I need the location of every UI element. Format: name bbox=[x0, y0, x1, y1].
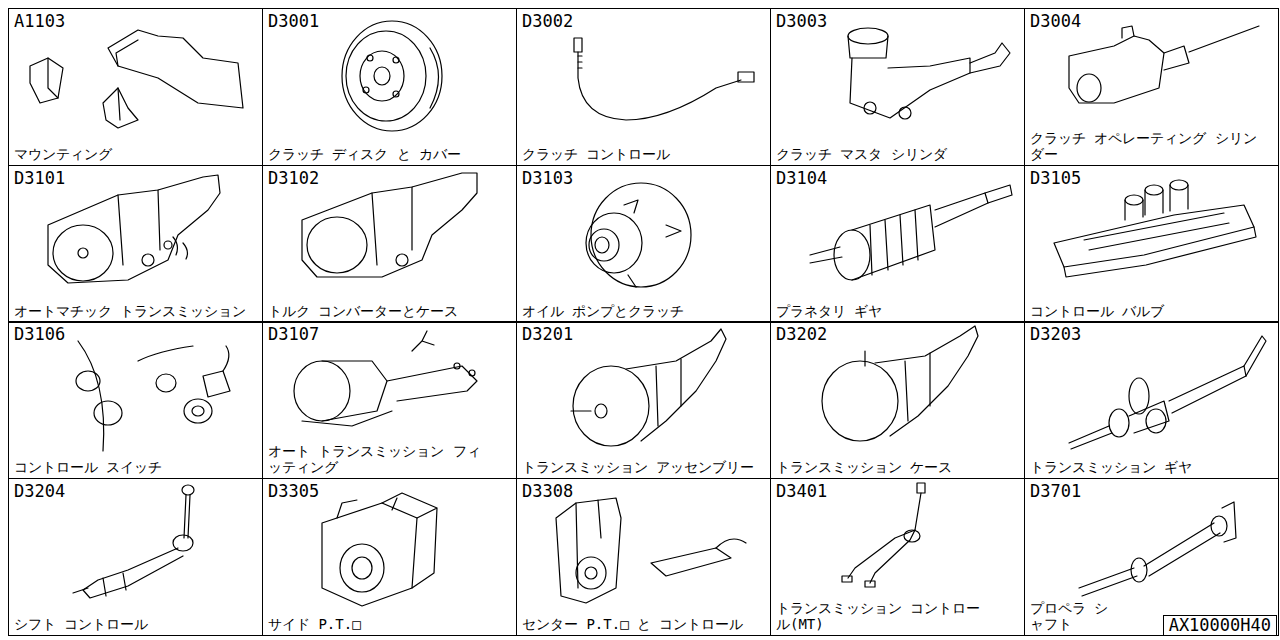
part-name: クラッチ コントロール bbox=[522, 146, 765, 162]
part-name: サイド P.T.□ bbox=[268, 616, 511, 632]
part-code: D3003 bbox=[776, 11, 1019, 31]
catalog-cell: D3004 クラッチ オペレーティング シリンダー bbox=[1024, 8, 1279, 166]
part-name: センター P.T.□ と コントロール bbox=[522, 616, 765, 632]
part-name: シフト コントロール bbox=[14, 616, 257, 632]
operating-cylinder-drawing bbox=[1069, 26, 1259, 103]
part-name: トルク コンバーターとケース bbox=[268, 303, 511, 319]
part-name: クラッチ オペレーティング シリンダー bbox=[1030, 130, 1260, 162]
part-name: コントロール スイッチ bbox=[14, 459, 257, 475]
catalog-cell: D3107 オート トランスミッション フィッティング bbox=[262, 321, 517, 479]
part-code: D3401 bbox=[776, 481, 1019, 501]
part-code: D3203 bbox=[1030, 324, 1273, 344]
part-name: オート トランスミッション フィッティング bbox=[268, 443, 483, 475]
control-switch-drawing bbox=[76, 341, 230, 451]
transmission-case-drawing bbox=[822, 326, 978, 441]
part-name: マウンティング bbox=[14, 146, 257, 162]
mounting-drawing bbox=[30, 30, 243, 128]
part-name: オートマチック トランスミッション bbox=[14, 303, 257, 319]
side-pto-drawing bbox=[322, 493, 437, 606]
oil-pump-drawing bbox=[586, 183, 691, 287]
catalog-cell: A1103 マウンティング bbox=[8, 8, 263, 166]
clutch-cable-drawing bbox=[574, 38, 754, 120]
catalog-cell: D3105 コントロール バルブ bbox=[1024, 165, 1279, 323]
converter-case-drawing bbox=[302, 173, 477, 277]
part-code: D3204 bbox=[14, 481, 257, 501]
part-code: D3202 bbox=[776, 324, 1019, 344]
shift-control-drawing bbox=[73, 485, 194, 598]
transmission-gear-drawing bbox=[1069, 336, 1266, 449]
master-cylinder-drawing bbox=[848, 28, 1010, 119]
part-code: D3305 bbox=[268, 481, 511, 501]
part-name: トランスミッション コントロール(MT) bbox=[776, 600, 991, 632]
catalog-cell: D3308 センター P.T.□ と コントロール bbox=[516, 478, 771, 636]
part-code: D3103 bbox=[522, 168, 765, 188]
part-code: D3107 bbox=[268, 324, 511, 344]
center-pto-drawing bbox=[556, 498, 746, 603]
part-code: D3201 bbox=[522, 324, 765, 344]
part-code: D3001 bbox=[268, 11, 511, 31]
part-name: トランスミッション アッセンブリー bbox=[522, 459, 765, 475]
catalog-cell: D3701 プロペラ シャフト bbox=[1024, 478, 1279, 636]
propeller-shaft-drawing bbox=[1079, 502, 1236, 596]
catalog-cell: D3102 トルク コンバーターとケース bbox=[262, 165, 517, 323]
catalog-cell: D3204 シフト コントロール bbox=[8, 478, 263, 636]
part-code: D3105 bbox=[1030, 168, 1273, 188]
part-name: トランスミッション ケース bbox=[776, 459, 1019, 475]
clutch-disc-drawing bbox=[342, 21, 442, 131]
part-code: D3104 bbox=[776, 168, 1019, 188]
catalog-cell: D3201 トランスミッション アッセンブリー bbox=[516, 321, 771, 479]
part-name: クラッチ マスタ シリンダ bbox=[776, 146, 1019, 162]
planetary-gear-drawing bbox=[810, 185, 1012, 280]
part-code: D3002 bbox=[522, 11, 765, 31]
transmission-assembly-drawing bbox=[571, 329, 726, 446]
catalog-cell: D3305 サイド P.T.□ bbox=[262, 478, 517, 636]
catalog-cell: D3101 オートマチック トランスミッション bbox=[8, 165, 263, 323]
catalog-cell: D3002 クラッチ コントロール bbox=[516, 8, 771, 166]
part-name: コントロール バルブ bbox=[1030, 303, 1273, 319]
part-code: D3106 bbox=[14, 324, 257, 344]
part-code: D3308 bbox=[522, 481, 765, 501]
part-code: D3004 bbox=[1030, 11, 1273, 31]
part-code: A1103 bbox=[14, 11, 257, 31]
catalog-cell: D3103 オイル ポンプとクラッチ bbox=[516, 165, 771, 323]
catalog-cell: D3104 プラネタリ ギヤ bbox=[770, 165, 1025, 323]
control-valve-drawing bbox=[1054, 180, 1256, 277]
part-name: クラッチ ディスク と カバー bbox=[268, 146, 511, 162]
catalog-cell: D3202 トランスミッション ケース bbox=[770, 321, 1025, 479]
catalog-cell: D3401 トランスミッション コントロール(MT) bbox=[770, 478, 1025, 636]
catalog-cell: D3001 クラッチ ディスク と カバー bbox=[262, 8, 517, 166]
part-code: D3102 bbox=[268, 168, 511, 188]
part-name: プラネタリ ギヤ bbox=[776, 303, 1019, 319]
mt-control-drawing bbox=[842, 483, 925, 587]
sheet-number: AX10000H40 bbox=[1163, 615, 1277, 636]
part-code: D3701 bbox=[1030, 481, 1273, 501]
part-name: トランスミッション ギヤ bbox=[1030, 459, 1273, 475]
catalog-cell: D3106 コントロール スイッチ bbox=[8, 321, 263, 479]
fitting-drawing bbox=[294, 331, 477, 426]
catalog-cell: D3003 クラッチ マスタ シリンダ bbox=[770, 8, 1025, 166]
auto-transmission-drawing bbox=[48, 175, 220, 283]
part-code: D3101 bbox=[14, 168, 257, 188]
part-name: プロペラ シャフト bbox=[1030, 600, 1120, 632]
part-name: オイル ポンプとクラッチ bbox=[522, 303, 765, 319]
catalog-cell: D3203 トランスミッション ギヤ bbox=[1024, 321, 1279, 479]
